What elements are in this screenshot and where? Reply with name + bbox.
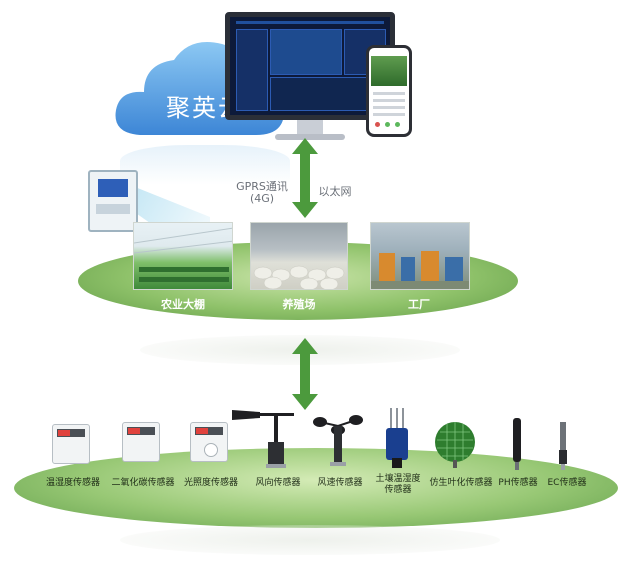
sensor-label-soil-line1: 土壤温湿度 xyxy=(375,474,421,484)
sensor-label-temp-humidity: 温湿度传感器 xyxy=(45,478,100,488)
sensor-label-leaf: 仿生叶化传感器 xyxy=(429,478,493,488)
sensor-label-ec: EC传感器 xyxy=(547,478,587,488)
sensor-label-wind-direction: 风向传感器 xyxy=(255,478,301,488)
sensor-label-soil-line2: 传感器 xyxy=(384,485,412,495)
soil-sensor-icon xyxy=(386,408,408,468)
farm-photo xyxy=(250,222,348,290)
wind-speed-sensor-icon xyxy=(313,415,363,466)
cloud-reflection xyxy=(120,145,290,185)
monitor-base xyxy=(275,134,345,140)
mobile-phone xyxy=(366,45,412,137)
sensor-platform-reflection xyxy=(120,525,500,555)
greenhouse-photo xyxy=(133,222,233,290)
factory-photo xyxy=(370,222,470,290)
wind-direction-sensor-icon xyxy=(232,410,294,468)
sensor-label-wind-speed: 风速传感器 xyxy=(317,478,363,488)
double-arrow-icon xyxy=(292,138,318,218)
ph-sensor-icon xyxy=(513,418,521,470)
double-arrow-icon xyxy=(292,338,318,410)
ethernet-label: 以太网 xyxy=(318,185,352,198)
sensor-label-light: 光照度传感器 xyxy=(183,478,238,488)
monitor-stand xyxy=(297,120,323,136)
light-sensor-icon xyxy=(190,422,228,462)
co2-sensor-icon xyxy=(122,422,160,462)
ec-sensor-icon xyxy=(559,422,567,470)
temp-humidity-sensor-icon xyxy=(52,424,90,464)
sensor-label-ph: PH传感器 xyxy=(498,478,538,488)
scene-label-factory: 工厂 xyxy=(408,298,430,311)
sensor-label-co2: 二氧化碳传感器 xyxy=(111,478,175,488)
scene-label-farm: 养殖场 xyxy=(282,298,316,311)
leaf-sensor-icon xyxy=(435,422,475,468)
gprs-label: GPRS通讯 xyxy=(236,180,288,193)
controller-device xyxy=(88,170,138,232)
gprs-sub-label: (4G) xyxy=(249,192,275,205)
scene-label-greenhouse: 农业大棚 xyxy=(161,298,205,311)
